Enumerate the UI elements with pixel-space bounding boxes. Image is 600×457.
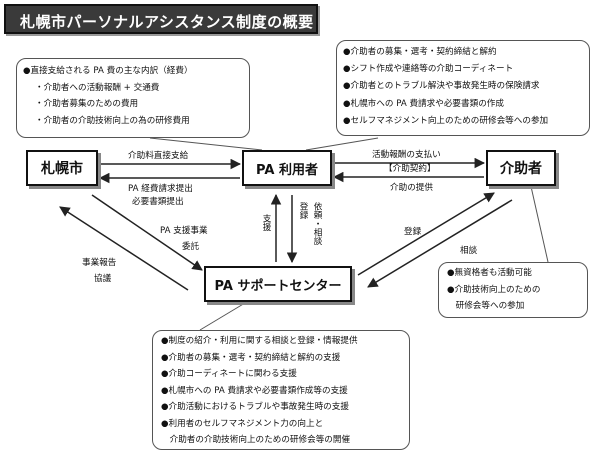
note-line: ●札幌市への PA 費請求や必要書類の作成 bbox=[343, 98, 504, 109]
note-line: ●制度の紹介・利用に関する相談と登録・情報提供 bbox=[161, 336, 358, 346]
note-line: ●介助コーディネートに関わる支援 bbox=[161, 369, 297, 379]
callout-line-bottom bbox=[199, 302, 246, 331]
note-pa-cost-breakdown: ●直接支給される PA 費の主な内訳（経費） ・介助者への活動報酬 + 交通費 … bbox=[16, 58, 250, 138]
note-line: ●セルフマネジメント向上のための研修会等への参加 bbox=[343, 115, 549, 126]
entity-sapporo-city: 札幌市 bbox=[26, 150, 98, 186]
entity-label: PA サポートセンター bbox=[214, 278, 342, 294]
note-line: 研修会等への参加 bbox=[447, 301, 525, 311]
label-activity-pay: 活動報酬の支払い bbox=[372, 150, 441, 160]
callout-line-top-left bbox=[149, 137, 263, 151]
entity-label: 介助者 bbox=[500, 161, 542, 177]
title-banner: 札幌市パーソナルアシスタンス制度の概要 bbox=[4, 4, 318, 34]
label-documents: 必要書類提出 bbox=[132, 197, 184, 207]
label-care-provision: 介助の提供 bbox=[390, 183, 433, 193]
note-line: ●利用者のセルフマネジメント力の向上と bbox=[161, 418, 324, 429]
callout-line-right bbox=[529, 181, 549, 263]
arrow-business-report bbox=[59, 206, 189, 291]
label-contract: 【介助契約】 bbox=[384, 164, 436, 174]
note-line: ●介助技術向上のための bbox=[447, 284, 541, 295]
note-user-responsibilities: ●介助者の募集・選考・契約締結と解約 ●シフト作成や連絡等の介助コーディネート … bbox=[336, 40, 590, 136]
note-line: ●札幌市への PA 費請求や必要書類作成等の支援 bbox=[161, 385, 348, 396]
note-line: ●介助者の募集・選考・契約締結と解約 bbox=[343, 47, 497, 57]
entity-pa-user: PA 利用者 bbox=[242, 150, 332, 186]
arrow-pa-support bbox=[91, 194, 203, 271]
entity-assistant: 介助者 bbox=[486, 150, 556, 186]
note-line: ・介助者の介助技術向上の為の研修費用 bbox=[35, 115, 190, 126]
note-line: 介助者の介助技術向上のための研修会等の開催 bbox=[161, 435, 351, 445]
arrow-consult-assistant bbox=[367, 199, 513, 288]
note-line: ●介助活動におけるトラブルや事故発生時の支援 bbox=[161, 402, 349, 412]
label-consult-assistant: 相談 bbox=[460, 246, 478, 256]
note-line: ●直接支給される PA 費の主な内訳（経費） bbox=[23, 66, 193, 76]
label-consultation-city: 協議 bbox=[94, 274, 112, 284]
note-center-services: ●制度の紹介・利用に関する相談と登録・情報提供 ●介助者の募集・選考・契約締結と… bbox=[152, 330, 410, 450]
note-line: ・介助者への活動報酬 + 交通費 bbox=[35, 82, 160, 93]
arrow-register-assistant bbox=[357, 192, 495, 276]
callout-line-top-right bbox=[305, 137, 379, 151]
entity-pa-support-center: PA サポートセンター bbox=[204, 266, 352, 302]
note-line: ●介助者とのトラブル解決や事故発生時の保険請求 bbox=[343, 81, 540, 92]
page-title: 札幌市パーソナルアシスタンス制度の概要 bbox=[20, 13, 314, 31]
entity-label: 札幌市 bbox=[41, 161, 83, 177]
label-entrust: 委託 bbox=[182, 242, 200, 252]
note-line: ・介助者募集のための費用 bbox=[35, 99, 139, 109]
note-line: ●介助者の募集・選考・契約締結と解約の支援 bbox=[161, 352, 341, 363]
label-pa-support: PA 支援事業 bbox=[160, 226, 208, 236]
note-line: ●シフト作成や連絡等の介助コーディネート bbox=[343, 64, 514, 75]
label-register-user: 登録 bbox=[298, 202, 308, 220]
entity-label: PA 利用者 bbox=[256, 162, 318, 178]
label-pa-claim: PA 経費請求提出 bbox=[128, 184, 193, 194]
label-register-assistant: 登録 bbox=[404, 227, 422, 237]
note-line: ●無資格者も活動可能 bbox=[447, 268, 532, 278]
label-direct-payment: 介助料直接支給 bbox=[128, 151, 189, 161]
label-support: 支援 bbox=[261, 214, 271, 232]
note-assistant-info: ●無資格者も活動可能 ●介助技術向上のための 研修会等への参加 bbox=[438, 262, 588, 318]
label-business-report: 事業報告 bbox=[82, 258, 117, 268]
label-request-consult: 依頼・相談 bbox=[312, 202, 322, 245]
